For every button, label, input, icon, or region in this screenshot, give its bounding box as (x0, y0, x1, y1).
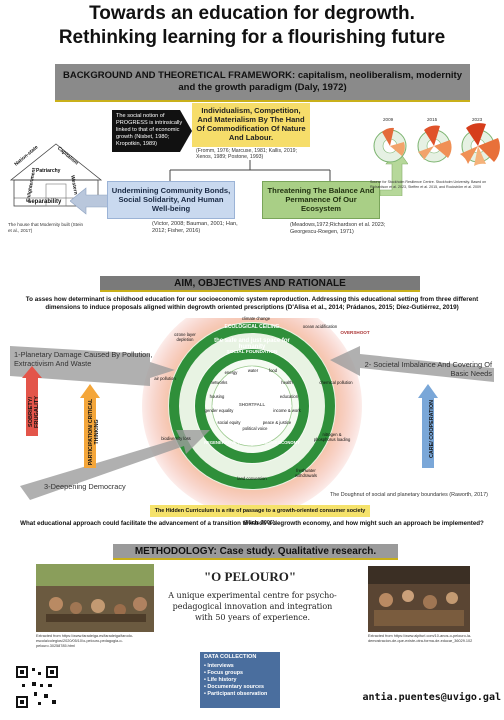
contact-email[interactable]: antia.puentes@uvigo.gal (362, 692, 501, 703)
qr-code[interactable] (14, 664, 60, 710)
left-arrow (70, 187, 108, 215)
aim-text: To asses how determinant is childhood ed… (25, 296, 479, 311)
dc-item: • Focus groups (204, 670, 244, 676)
hidden-curriculum-note: The Hidden Curriculum is a rite of passa… (150, 505, 370, 526)
undermining-citation: (Victor, 2008; Bauman, 2001; Han, 2012; … (152, 221, 238, 234)
dc-item: • Participant observation (204, 691, 268, 697)
school-photo-left (36, 564, 154, 632)
pressure-ozone: ozone layer depletion (174, 332, 196, 342)
dimension-3-label: 3-Deepening Democracy (44, 482, 126, 491)
dc-item: • Documentary sources (204, 684, 265, 690)
methodology-section-bar: METHODOLOGY: Case study. Qualitative res… (113, 544, 398, 560)
threatening-box: Threatening The Balance And Permanence O… (262, 181, 380, 219)
up-right-arrow (380, 150, 408, 196)
sobriety-arrow (22, 366, 42, 436)
need-housing: housing (209, 394, 225, 399)
poster-title: Towards an education for degrowth. Rethi… (0, 2, 504, 50)
background-section-bar: BACKGROUND AND THEORETICAL FRAMEWORK: ca… (55, 64, 470, 102)
individualism-citation: (Fromm, 1976; Marcuse, 1981; Kallis, 201… (196, 148, 297, 161)
ring-ecological-ceiling: ECOLOGICAL CEILING (224, 324, 280, 330)
pressure-freshwater: freshwater withdrawals (295, 468, 317, 478)
need-networks: networks (210, 380, 228, 385)
doughnut-caption: The Doughnut of social and planetary bou… (330, 492, 488, 498)
need-energy: energy (224, 370, 238, 375)
center-shortfall: SHORTFALL (238, 402, 266, 407)
pressure-nitrogen: nitrogen & phosphorus loading (313, 432, 351, 442)
house-caption: The house that Modernity built (Stein et… (8, 222, 84, 234)
research-question: What educational approach could facilita… (20, 520, 484, 527)
ring-regenerative-economy: REGENERATIVE AND DISTRIBUTIVE ECONOMY (204, 440, 300, 445)
pressure-climate: climate change (241, 316, 271, 321)
ring-safe-space: the safe and just space for humanity (214, 338, 290, 350)
pressure-biodiversity: biodiversity loss (161, 436, 191, 441)
photo-right-caption: Extracted from https://www.alpiturl.com/… (368, 634, 473, 643)
school-description: A unique experimental centre for psycho-… (168, 591, 337, 622)
pressure-ocean: ocean acidification (302, 324, 338, 329)
individualism-box: Individualism, Competition, And Material… (192, 103, 310, 147)
year-2009: 2009 (383, 117, 394, 122)
participation-label: PARTICIPATION/ CRITICAL THINKING (88, 398, 100, 466)
need-food: food (268, 368, 278, 373)
need-political-voice: political voice (242, 426, 268, 431)
house-word-separability: separability (28, 199, 62, 205)
planetary-boundary-charts (373, 123, 500, 166)
ring-social-foundation: SOCIAL FOUNDATION (226, 350, 278, 355)
dimension-1-label: 1-Planetary Damage Caused By Pollution, … (14, 350, 153, 368)
modernity-house-sketch (9, 143, 103, 207)
photo-left-caption: Extracted from https://www.faradeiga.es/… (36, 634, 134, 648)
need-gender-equality: gender equality (204, 408, 234, 413)
pressure-air: air pollution (154, 376, 176, 381)
dimension-1-arrow (10, 346, 175, 386)
data-collection-title: DATA COLLECTION (204, 654, 257, 660)
dc-item: • Interviews (204, 663, 234, 669)
donut-source-caption: Source for Stockholm Resilience Centre. … (370, 180, 487, 189)
threatening-citation: (Meadows,1972;Richardson et al. 2023; Ge… (290, 222, 386, 235)
data-collection-box: DATA COLLECTION • Interviews • Focus gro… (200, 652, 280, 708)
progress-note: The social notion of PROGRESS is intrins… (112, 110, 192, 152)
need-water: water (247, 368, 259, 373)
need-health: health (281, 380, 293, 385)
house-word-patriarchy: Patriarchy (36, 168, 61, 174)
dimension-2-arrow (330, 346, 494, 382)
need-income: income & work (273, 408, 301, 413)
sobriety-label: SOBRIETY/ FRUGALITY (28, 396, 40, 429)
pressure-chemical: chemical pollution (319, 380, 353, 385)
year-2015: 2015 (427, 117, 438, 122)
aim-section-bar: AIM, OBJECTIVES AND RATIONALE (100, 276, 420, 292)
school-photo-right (368, 566, 470, 632)
overshoot-label: OVERSHOOT (340, 330, 370, 335)
need-education: education (279, 394, 299, 399)
doughnut-diagram (10, 318, 494, 508)
tree-connector (169, 160, 331, 182)
care-arrow (418, 384, 438, 468)
dimension-2-label: 2- Societal Imbalance And Covering Of Ba… (364, 360, 492, 378)
dc-item: • Life history (204, 677, 237, 683)
need-peace: peace & justice (262, 420, 292, 425)
school-name: "O PELOURO" (203, 569, 297, 584)
participation-arrow (80, 384, 100, 468)
undermining-box: Undermining Community Bonds, Social Soli… (107, 181, 235, 219)
year-2023: 2023 (472, 117, 483, 122)
title-line-2: Rethinking learning for a flourishing fu… (58, 27, 446, 48)
pressure-land: land conversion (237, 476, 267, 481)
dimension-3-arrow (20, 430, 210, 500)
title-line-1: Towards an education for degrowth. (89, 3, 415, 24)
care-label: CARE/ COOPERATION (429, 400, 435, 459)
need-social-equity: social equity (217, 420, 241, 425)
